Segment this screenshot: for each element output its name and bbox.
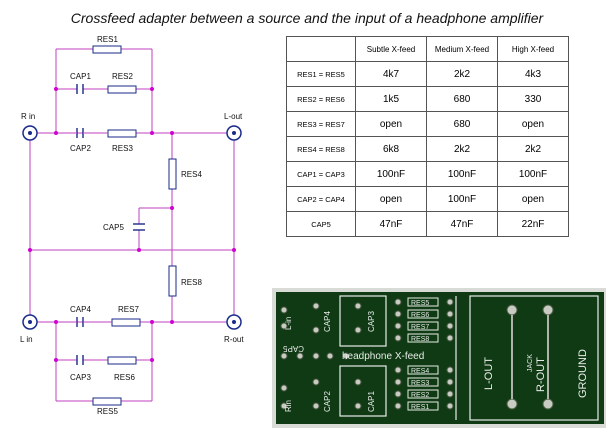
label-res6: RES6 <box>114 373 135 382</box>
table-cell: 100nF <box>426 186 498 212</box>
label-r-in: R in <box>21 112 35 121</box>
pcb-res8: RES8 <box>411 336 429 343</box>
table-cell: 6k8 <box>355 136 427 162</box>
component-values-table: Subtle X-feed Medium X-feed High X-feed … <box>286 36 569 237</box>
row-label: RES4 = RES8 <box>286 136 356 162</box>
table-header-cell <box>286 36 356 62</box>
label-cap1: CAP1 <box>70 72 91 81</box>
table-header-cell: High X-feed <box>497 36 569 62</box>
pcb-res3: RES3 <box>411 380 429 387</box>
table-cell: open <box>497 186 569 212</box>
pcb-l-out: L-OUT <box>483 357 495 390</box>
pcb-cap5: CAP5 <box>283 344 304 353</box>
pcb-res2: RES2 <box>411 392 429 399</box>
pcb-ground: GROUND <box>577 349 589 398</box>
label-res8: RES8 <box>181 278 202 287</box>
crossfeed-schematic: R in L-out L in R-out RES1 CAP1 RES2 CAP… <box>20 35 244 416</box>
table-cell: open <box>355 186 427 212</box>
cap3-symbol <box>76 355 84 365</box>
table-cell: 1k5 <box>355 86 427 112</box>
table-header-cell: Medium X-feed <box>426 36 498 62</box>
res6-symbol <box>107 356 137 365</box>
pcb-res5: RES5 <box>411 300 429 307</box>
label-cap3: CAP3 <box>70 373 91 382</box>
table-cell: 47nF <box>355 211 427 237</box>
label-cap4: CAP4 <box>70 305 91 314</box>
pcb-r-in: Rin <box>284 400 293 412</box>
label-res5: RES5 <box>97 407 118 416</box>
label-res7: RES7 <box>118 305 139 314</box>
pcb-res4: RES4 <box>411 368 429 375</box>
res8-symbol <box>168 265 177 297</box>
table-row: RES4 = RES8 6k8 2k2 2k2 <box>286 136 569 162</box>
pcb-res1: RES1 <box>411 404 429 411</box>
pcb-res7: RES7 <box>411 324 429 331</box>
label-res4: RES4 <box>181 170 202 179</box>
table-cell: 100nF <box>355 161 427 187</box>
table-header-cell: Subtle X-feed <box>355 36 427 62</box>
table-row: RES3 = RES7 open 680 open <box>286 111 569 137</box>
res2-symbol <box>107 85 137 94</box>
table-cell: open <box>355 111 427 137</box>
label-r-out: R-out <box>224 335 244 344</box>
table-header-row: Subtle X-feed Medium X-feed High X-feed <box>286 36 569 62</box>
label-l-in: L in <box>20 335 33 344</box>
pcb-cap3: CAP3 <box>367 311 376 332</box>
res1-symbol <box>92 45 122 54</box>
label-res3: RES3 <box>112 144 133 153</box>
table-cell: 2k2 <box>497 136 569 162</box>
pcb-l-in: L-in <box>284 317 293 330</box>
pcb-brand-label: headphone X-feed <box>342 351 424 362</box>
pcb-r-out: R-OUT <box>535 357 547 392</box>
pcb-jack: JACK <box>527 354 534 372</box>
table-row: CAP2 = CAP4 open 100nF open <box>286 186 569 212</box>
label-l-out: L-out <box>224 112 243 121</box>
label-cap2: CAP2 <box>70 144 91 153</box>
table-cell: 4k3 <box>497 61 569 87</box>
pcb-cap2: CAP2 <box>323 391 332 412</box>
label-res1: RES1 <box>97 35 118 44</box>
cap1-symbol <box>76 84 84 94</box>
table-cell: 680 <box>426 111 498 137</box>
label-res2: RES2 <box>112 72 133 81</box>
table-cell: 22nF <box>497 211 569 237</box>
label-cap5: CAP5 <box>103 223 124 232</box>
pcb-cap1: CAP1 <box>367 391 376 412</box>
pcb-cap4: CAP4 <box>323 311 332 332</box>
table-row: CAP5 47nF 47nF 22nF <box>286 211 569 237</box>
res4-symbol <box>168 158 177 190</box>
row-label: CAP1 = CAP3 <box>286 161 356 187</box>
pcb-res6: RES6 <box>411 312 429 319</box>
row-label: CAP5 <box>286 211 356 237</box>
res5-symbol <box>92 397 122 406</box>
table-row: RES2 = RES6 1k5 680 330 <box>286 86 569 112</box>
cap5-symbol <box>133 223 145 231</box>
page-title: Crossfeed adapter between a source and t… <box>70 10 544 26</box>
